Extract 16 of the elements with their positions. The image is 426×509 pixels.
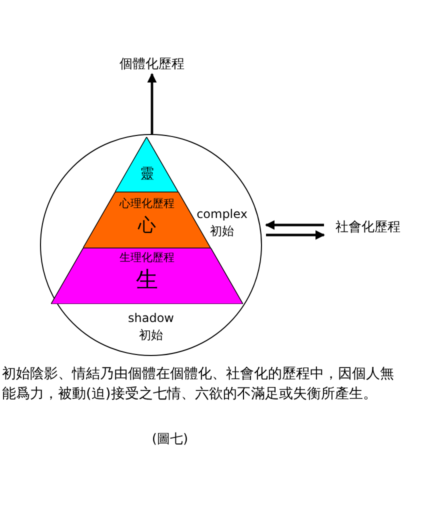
circle-label: shadow 初始 [127, 310, 175, 344]
tier-label: 生理化歷程 [118, 252, 176, 265]
circle-outline [40, 134, 262, 356]
tier-label: 心 [136, 216, 157, 236]
tier-label: 靈 [138, 167, 155, 183]
process-label: 個體化歷程 [112, 56, 192, 74]
arrow [147, 73, 157, 134]
tier-label: 生 [135, 269, 159, 294]
pyramid-tier [51, 248, 243, 304]
arrow [265, 220, 324, 230]
arrow [266, 230, 325, 240]
note-text: 初始陰影、情結乃由個體在個體化、社會化的歷程中，因個人無能爲力，被動(迫)接受之七情、六欲的不滿足或失衡所產生。 [2, 365, 394, 404]
figure-caption: (圖七) [150, 431, 190, 448]
circle-label: complex 初始 [196, 206, 248, 240]
process-label: 社會化歷程 [328, 219, 408, 237]
tier-label: 心理化歷程 [118, 198, 176, 210]
